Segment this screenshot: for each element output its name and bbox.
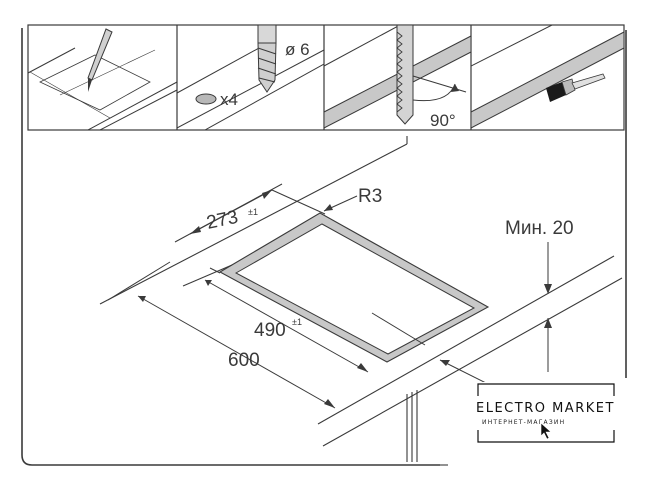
cursor-icon bbox=[540, 422, 552, 440]
drill-count-label: x4 bbox=[220, 90, 238, 109]
depth-dimension-label: 273 bbox=[205, 207, 240, 234]
width-tolerance-label: ±1 bbox=[292, 317, 302, 327]
dimension-lines bbox=[107, 183, 549, 409]
cut-angle-label: 90° bbox=[430, 111, 456, 130]
watermark-frame bbox=[477, 383, 615, 443]
min-edge-label: Мин. 20 bbox=[505, 218, 574, 239]
drill-diameter-label: ø 6 bbox=[285, 40, 310, 59]
jigsaw-blade-icon bbox=[396, 24, 414, 125]
width-dimension-label: 490 bbox=[254, 320, 286, 341]
overall-dimension-label: 600 bbox=[228, 350, 260, 371]
outer-frame bbox=[21, 28, 627, 466]
dimension-labels: 273 ±1 R3 490 ±1 600 Мин. 20 bbox=[205, 186, 574, 371]
step-mark-panel bbox=[28, 28, 177, 130]
watermark-tagline: ИНТЕРНЕТ-МАГАЗИН bbox=[482, 419, 566, 426]
drill-hole-icon bbox=[195, 93, 217, 105]
brush-icon bbox=[546, 73, 606, 102]
countertop bbox=[99, 136, 623, 466]
radius-label: R3 bbox=[358, 186, 382, 207]
dimension-arrows bbox=[138, 190, 552, 408]
drill-bit-icon bbox=[257, 24, 277, 93]
depth-tolerance-label: ±1 bbox=[248, 207, 258, 217]
step-drill-panel: x4 ø 6 bbox=[177, 24, 324, 130]
step-seal-panel bbox=[471, 25, 624, 129]
cutout bbox=[218, 212, 490, 363]
pencil-icon bbox=[87, 28, 113, 92]
step-cut-panel: 90° bbox=[324, 24, 471, 130]
electro-market-watermark: ELECTRO MARKET ИНТЕРНЕТ-МАГАЗИН bbox=[476, 382, 616, 444]
watermark-brand: ELECTRO MARKET bbox=[476, 401, 615, 416]
